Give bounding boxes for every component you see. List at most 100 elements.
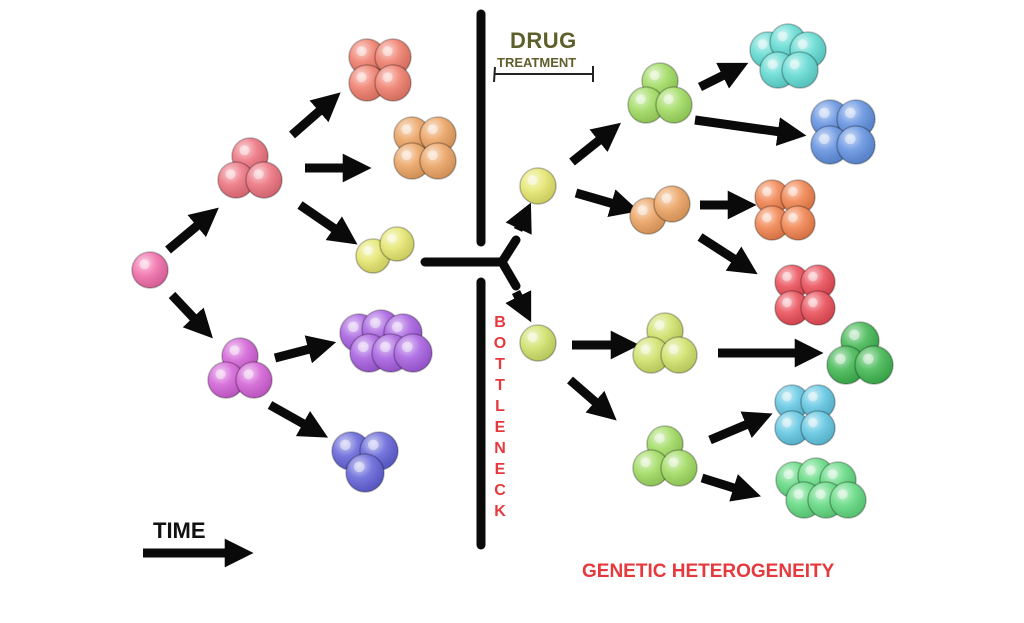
- cell-shading: [775, 411, 809, 445]
- cell-highlight: [253, 169, 264, 180]
- cell-highlight: [382, 72, 393, 83]
- cell-shading: [830, 482, 866, 518]
- cell-shading: [375, 39, 411, 75]
- cell-shading: [656, 87, 692, 123]
- cell-highlight: [661, 193, 672, 204]
- cell-shading: [775, 265, 809, 299]
- cell-shading: [132, 252, 168, 288]
- cell-shading: [781, 180, 815, 214]
- cell-highlight: [782, 297, 792, 308]
- cell-shading: [801, 291, 835, 325]
- cell-highlight: [637, 205, 648, 216]
- bottleneck-letter: E: [494, 461, 506, 478]
- cell-highlight: [215, 369, 226, 380]
- cell-highlight: [356, 46, 367, 57]
- lineage-arrow: [697, 233, 758, 275]
- cell-highlight: [649, 70, 660, 81]
- cell-highlight: [527, 175, 538, 186]
- cell-shading: [394, 117, 430, 153]
- lineage-arrow: [700, 473, 761, 502]
- cell-cluster-green: [826, 321, 894, 385]
- treatment-bracket: [493, 66, 594, 83]
- cell-shading: [755, 206, 789, 240]
- cell-highlight: [401, 124, 412, 135]
- cell-highlight: [369, 317, 381, 329]
- cell-highlight: [788, 186, 798, 197]
- lineage-arrow: [267, 401, 329, 438]
- cell-shading: [420, 117, 456, 153]
- time-label: TIME: [153, 518, 206, 543]
- bottleneck-letter: C: [494, 482, 506, 499]
- cell-shading: [394, 143, 430, 179]
- cell-shading: [811, 126, 849, 164]
- cell-highlight: [818, 133, 830, 145]
- lineage-arrow: [708, 411, 773, 445]
- cell-shading: [801, 385, 835, 419]
- cell-highlight: [762, 212, 772, 223]
- cell-shading: [837, 126, 875, 164]
- cell-highlight: [844, 107, 856, 119]
- cell-highlight: [827, 469, 838, 480]
- cell-cluster-skyblue: [774, 384, 836, 446]
- cell-highlight: [347, 321, 359, 333]
- cell-shading: [349, 39, 385, 75]
- cell-cluster-chartreuse: [519, 324, 557, 362]
- cell-highlight: [834, 353, 846, 365]
- cell-highlight: [139, 259, 150, 270]
- treatment-label: TREATMENT: [497, 55, 577, 70]
- lineage-arrow: [168, 291, 213, 339]
- cell-highlight: [654, 433, 665, 444]
- lineage-arrow: [165, 207, 219, 254]
- bottleneck-letter: L: [495, 398, 505, 415]
- cell-shading: [855, 346, 893, 384]
- cell-shading: [811, 100, 849, 138]
- lineage-arrow: [505, 202, 532, 235]
- cell-highlight: [640, 344, 651, 355]
- cell-shading: [520, 168, 556, 204]
- cell-cluster-lime: [627, 62, 693, 124]
- cell-highlight: [844, 133, 856, 145]
- bottleneck-letter: T: [495, 377, 505, 394]
- cell-highlight: [777, 31, 788, 42]
- bottleneck-letter: O: [493, 335, 507, 352]
- cell-cluster-purple: [339, 309, 433, 373]
- cell-shading: [633, 337, 669, 373]
- bottleneck-letter: B: [494, 314, 506, 331]
- arrows: [143, 62, 824, 568]
- cell-cluster-cyan: [749, 23, 827, 89]
- cell-highlight: [783, 469, 794, 480]
- cell-highlight: [668, 344, 679, 355]
- lineage-arrow: [697, 62, 749, 92]
- cell-shading: [375, 65, 411, 101]
- cell-shading: [801, 265, 835, 299]
- cell-highlight: [527, 332, 538, 343]
- cell-cluster-tangerine: [754, 179, 816, 241]
- lineage-arrow: [694, 115, 807, 146]
- cell-highlight: [815, 489, 826, 500]
- cell-highlight: [229, 345, 240, 356]
- bottleneck-letter: N: [494, 440, 506, 457]
- cell-clusters: [131, 23, 894, 519]
- cell-shading: [837, 100, 875, 138]
- cell-cluster-lime: [632, 425, 698, 487]
- cell-cluster-red: [774, 264, 836, 326]
- cell-shading: [349, 65, 385, 101]
- cell-highlight: [762, 186, 772, 197]
- cell-highlight: [391, 321, 403, 333]
- lineage-arrow: [567, 376, 617, 421]
- cell-highlight: [663, 94, 674, 105]
- cell-cluster-orange: [629, 185, 691, 235]
- lineage-arrow: [289, 92, 341, 139]
- cell-highlight: [805, 465, 816, 476]
- cell-cluster-magenta: [207, 337, 273, 399]
- cell-highlight: [782, 417, 792, 428]
- lineage-arrow: [273, 335, 337, 364]
- cell-highlight: [357, 341, 369, 353]
- cell-shading: [380, 227, 414, 261]
- cell-shading: [628, 87, 664, 123]
- drug-label: DRUG: [510, 28, 577, 53]
- cell-highlight: [668, 457, 679, 468]
